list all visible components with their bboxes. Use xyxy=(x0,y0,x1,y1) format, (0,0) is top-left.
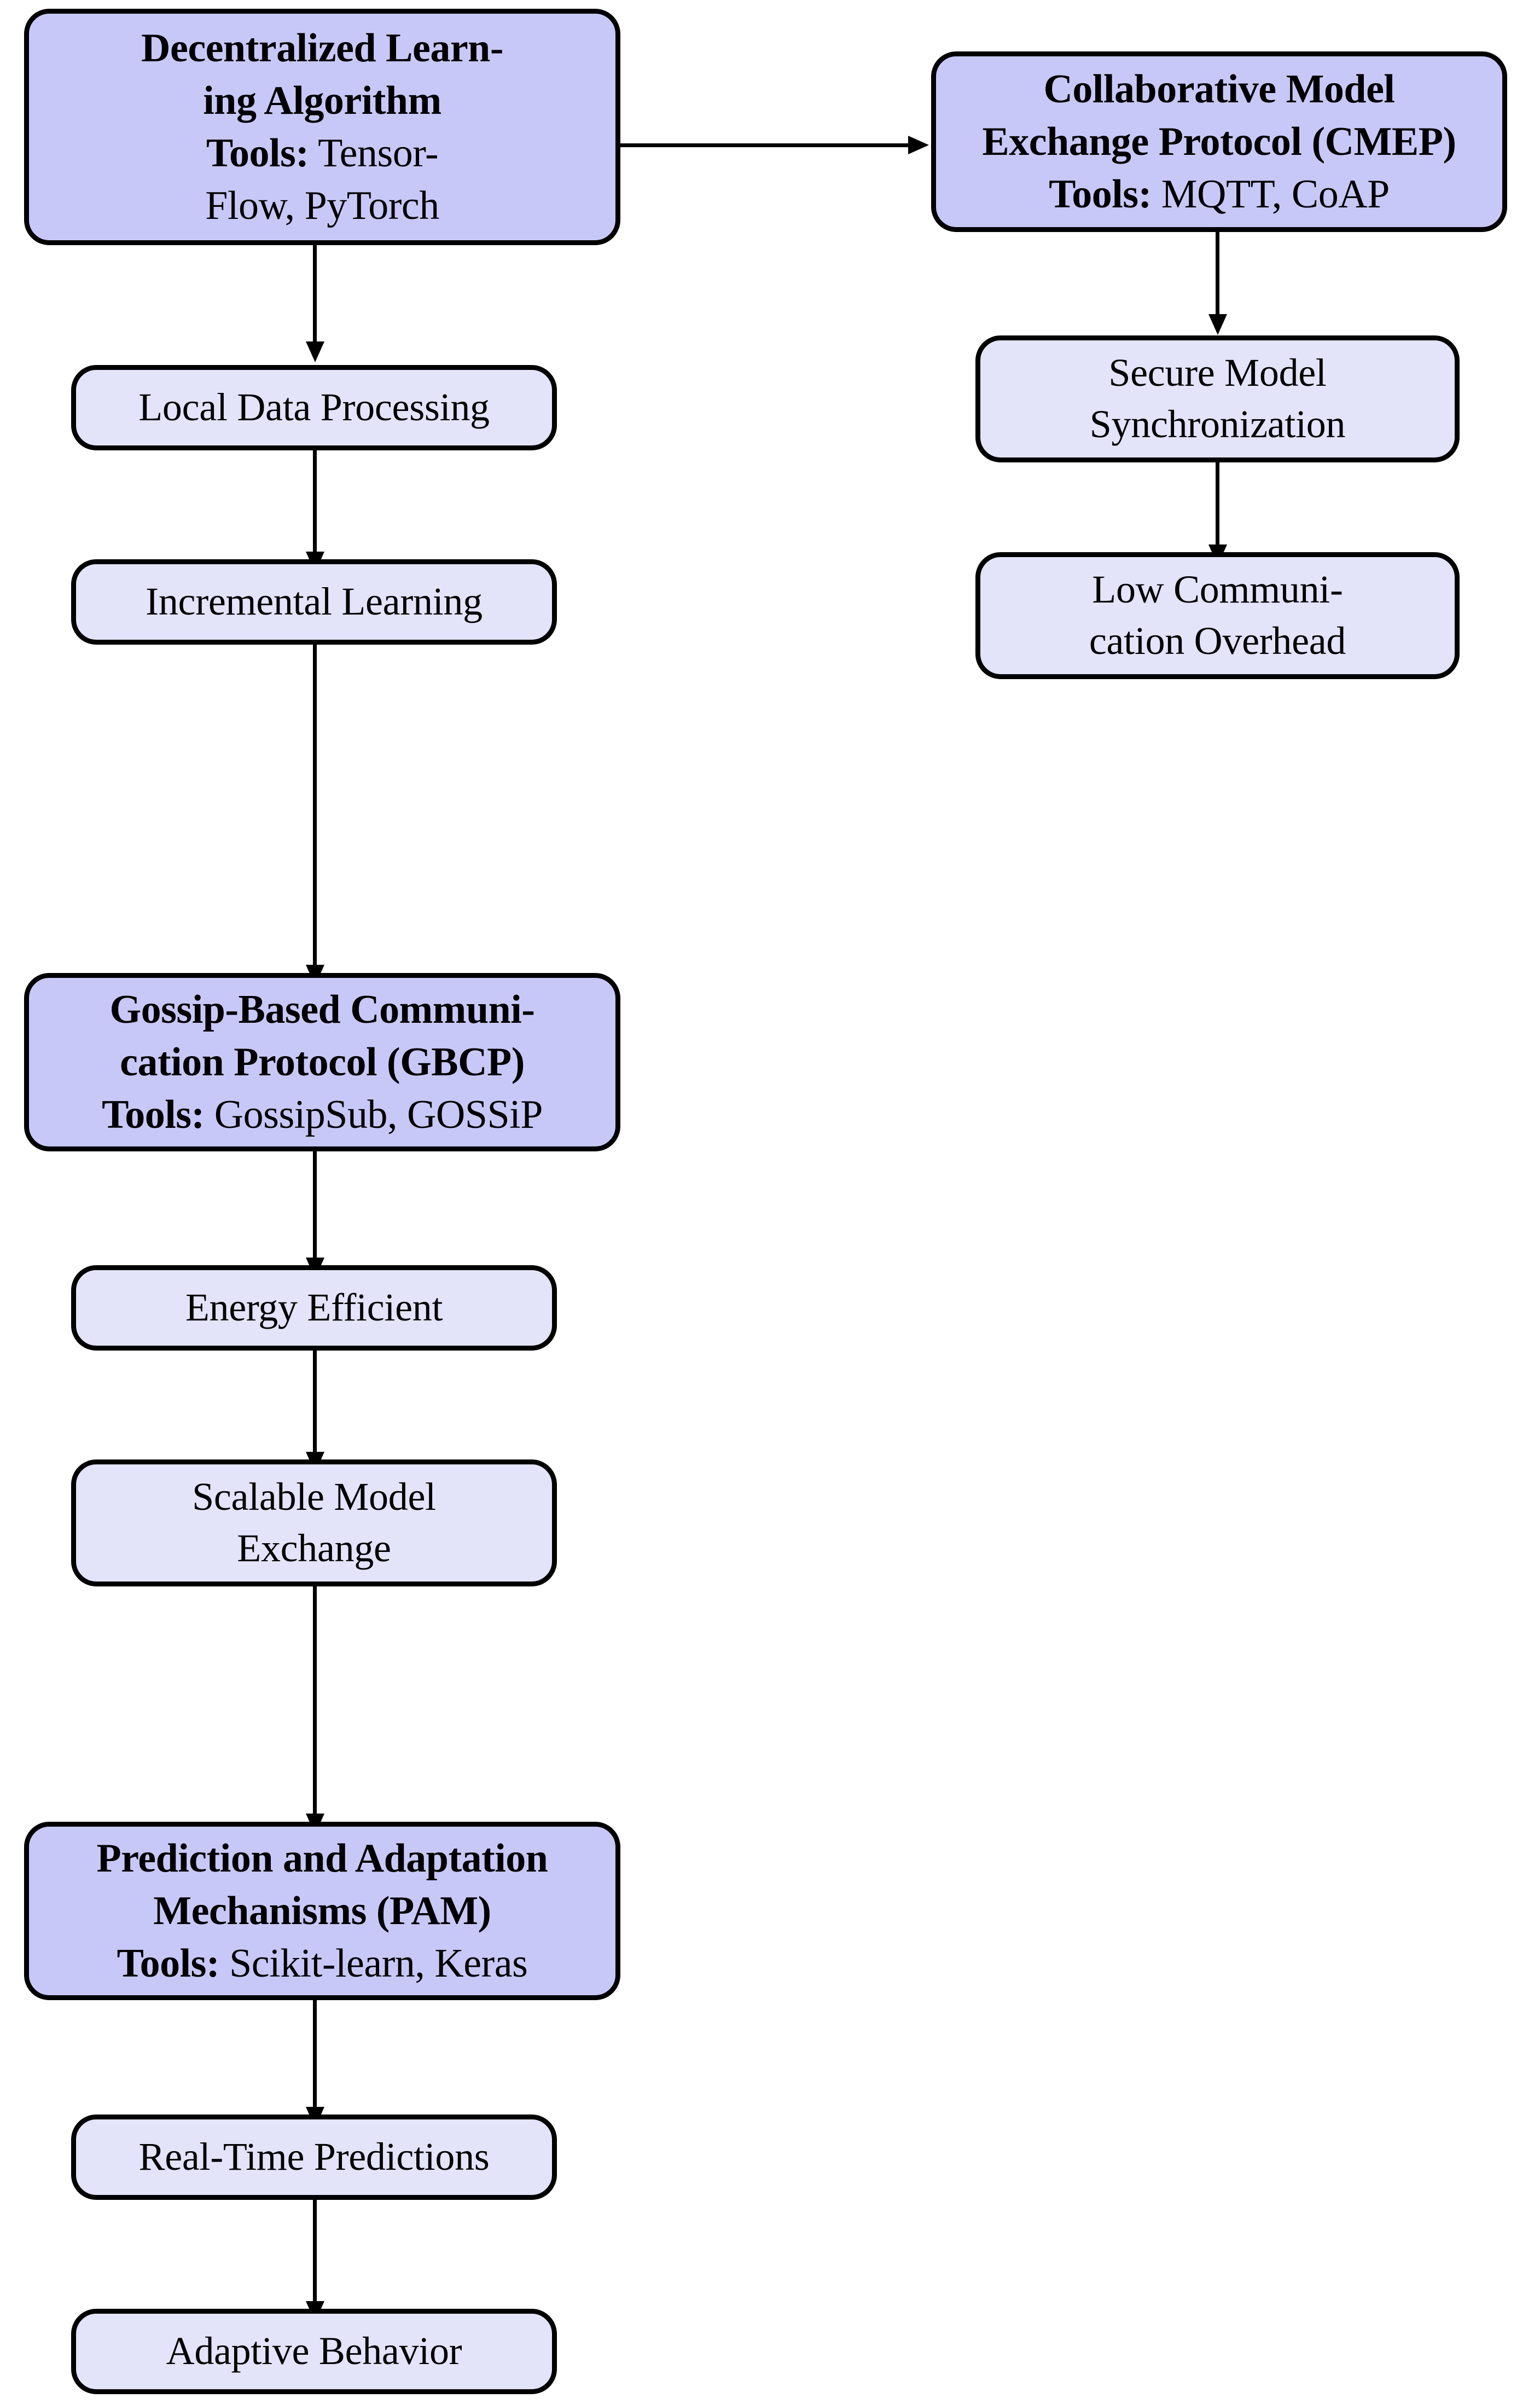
tools-value: Tensor- Flow, PyTorch xyxy=(205,131,439,229)
edge-dla-to-cmep xyxy=(620,143,910,147)
node-tools: Tools: MQTT, CoAP xyxy=(1049,168,1390,221)
node-label: Incremental Learning xyxy=(146,580,483,624)
edge-real-time-predictions-to-adaptive-behavior xyxy=(313,2200,317,2304)
arrowhead-icon xyxy=(306,341,324,362)
node-adaptive-behavior[interactable]: Adaptive Behavior xyxy=(71,2309,557,2394)
node-tools: Tools: Tensor- Flow, PyTorch xyxy=(205,127,439,232)
node-title: Prediction and Adaptation Mechanisms (PA… xyxy=(96,1835,548,1933)
node-local-data-processing[interactable]: Local Data Processing xyxy=(71,365,557,450)
node-title: Gossip-Based Communi- cation Protocol (G… xyxy=(109,987,535,1085)
tools-value: MQTT, CoAP xyxy=(1151,172,1390,217)
arrowhead-icon xyxy=(1208,314,1227,335)
edge-pam-to-real-time-predictions xyxy=(313,2000,317,2110)
tools-label: Tools: xyxy=(206,131,309,176)
node-gossip-based-communication-protocol[interactable]: Gossip-Based Communi- cation Protocol (G… xyxy=(24,973,620,1151)
arrowhead-icon xyxy=(908,136,929,154)
node-tools: Tools: Scikit-learn, Keras xyxy=(117,1937,528,1990)
edge-scalable-model-exchange-to-pam xyxy=(313,1586,317,1816)
node-label: Low Communi- cation Overhead xyxy=(1089,567,1346,663)
tools-value: Scikit-learn, Keras xyxy=(219,1941,528,1986)
node-label: Adaptive Behavior xyxy=(166,2329,462,2373)
edge-incremental-learning-to-gbcp xyxy=(313,645,317,968)
node-secure-model-synchronization[interactable]: Secure Model Synchronization xyxy=(975,335,1460,462)
node-real-time-predictions[interactable]: Real-Time Predictions xyxy=(71,2115,557,2200)
edge-local-data-processing-to-incremental-learning xyxy=(313,450,317,554)
node-decentralized-learning-algorithm[interactable]: Decentralized Learn- ing Algorithm Tools… xyxy=(24,9,620,245)
tools-label: Tools: xyxy=(1049,172,1152,217)
tools-label: Tools: xyxy=(117,1941,220,1986)
node-label: Local Data Processing xyxy=(138,385,490,430)
node-collaborative-model-exchange-protocol[interactable]: Collaborative Model Exchange Protocol (C… xyxy=(931,51,1507,232)
node-energy-efficient[interactable]: Energy Efficient xyxy=(71,1265,557,1351)
node-label: Real-Time Predictions xyxy=(138,2135,490,2179)
edge-secure-model-synchronization-to-low-communication-overhead xyxy=(1216,462,1219,547)
tools-value: GossipSub, GOSSiP xyxy=(204,1092,543,1138)
node-title: Collaborative Model Exchange Protocol (C… xyxy=(982,66,1456,164)
node-tools: Tools: GossipSub, GOSSiP xyxy=(102,1088,543,1141)
node-title: Decentralized Learn- ing Algorithm xyxy=(141,25,503,123)
edge-gbcp-to-energy-efficient xyxy=(313,1151,317,1261)
node-label: Scalable Model Exchange xyxy=(192,1475,436,1570)
edge-dla-to-local-data-processing xyxy=(313,245,317,344)
edge-energy-efficient-to-scalable-model-exchange xyxy=(313,1351,317,1455)
node-incremental-learning[interactable]: Incremental Learning xyxy=(71,559,557,645)
edge-cmep-to-secure-model-synchronization xyxy=(1216,232,1219,317)
node-scalable-model-exchange[interactable]: Scalable Model Exchange xyxy=(71,1459,557,1586)
node-label: Secure Model Synchronization xyxy=(1089,351,1346,446)
node-low-communication-overhead[interactable]: Low Communi- cation Overhead xyxy=(975,552,1460,679)
node-prediction-and-adaptation-mechanisms[interactable]: Prediction and Adaptation Mechanisms (PA… xyxy=(24,1822,620,2000)
tools-label: Tools: xyxy=(102,1092,205,1138)
node-label: Energy Efficient xyxy=(185,1285,443,1330)
